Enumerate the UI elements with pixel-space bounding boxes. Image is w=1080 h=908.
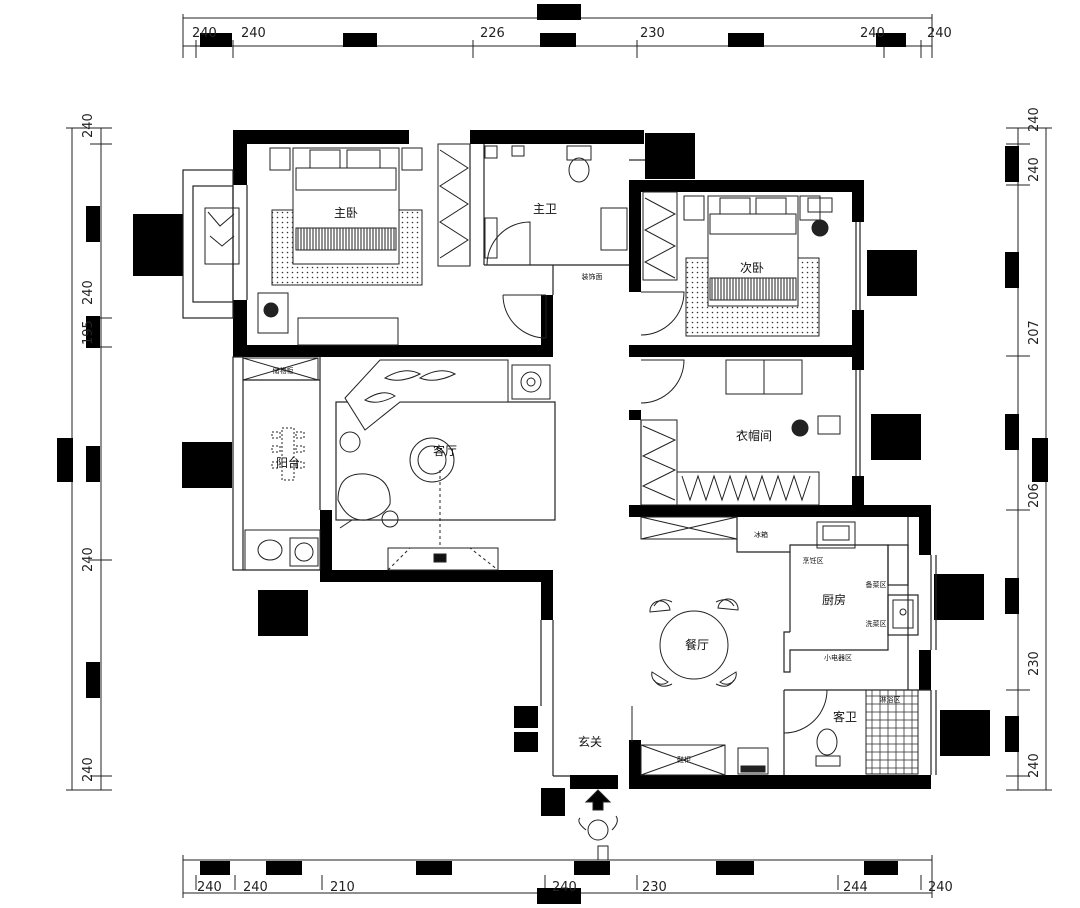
label-living-room: 客厅 xyxy=(433,443,457,458)
label-appliance-zone: 小电器区 xyxy=(824,653,852,662)
label-wash-zone: 洗菜区 xyxy=(866,619,887,628)
label-second-bedroom: 次卧 xyxy=(740,261,764,275)
columns xyxy=(133,133,990,816)
dim-top-4: 230 xyxy=(640,26,665,41)
dim-right-3: 207 xyxy=(1027,320,1042,345)
label-master-bath: 主卫 xyxy=(533,202,557,216)
second-bedroom-furniture xyxy=(642,191,833,337)
dim-right-2: 240 xyxy=(1027,157,1042,182)
label-prep-zone: 烹饪区 xyxy=(803,556,824,565)
cloakroom-furniture xyxy=(640,359,841,506)
walls xyxy=(233,130,931,789)
dimension-markers xyxy=(57,4,1048,904)
dim-left-1: 240 xyxy=(81,113,96,138)
label-decorative-wall: 装饰面 xyxy=(582,272,603,281)
label-master-bedroom: 主卧 xyxy=(334,206,358,220)
dim-left-3: 195 xyxy=(81,320,96,345)
living-furniture xyxy=(242,357,551,571)
master-bedroom-furniture xyxy=(204,143,471,346)
label-cloakroom: 衣帽间 xyxy=(736,428,772,443)
label-kitchen: 厨房 xyxy=(822,592,846,607)
label-fridge: 冰箱 xyxy=(754,530,768,539)
dim-top-1: 240 xyxy=(192,26,217,41)
dim-left-2: 240 xyxy=(81,280,96,305)
doors xyxy=(486,221,828,742)
label-storage-cabinet: 储物柜 xyxy=(273,366,294,375)
dim-right-5: 230 xyxy=(1027,651,1042,676)
dim-bottom-4: 240 xyxy=(552,880,577,895)
dim-top-3: 226 xyxy=(480,26,505,41)
label-balcony: 阳台 xyxy=(276,455,300,470)
dim-right-6: 240 xyxy=(1027,753,1042,778)
kitchen-furniture xyxy=(640,516,914,629)
dim-top-5: 240 xyxy=(860,26,885,41)
dim-bottom-7: 240 xyxy=(928,880,953,895)
label-dining-room: 餐厅 xyxy=(685,637,709,652)
label-guest-bath: 客卫 xyxy=(833,709,857,724)
dim-right-4: 206 xyxy=(1027,483,1042,508)
dim-bottom-3: 210 xyxy=(330,880,355,895)
dim-right-1: 240 xyxy=(1027,107,1042,132)
dim-top-6: 240 xyxy=(927,26,952,41)
dim-bottom-5: 230 xyxy=(642,880,667,895)
label-shower-zone: 淋浴区 xyxy=(880,695,901,704)
dining-furniture xyxy=(649,598,739,687)
annotation-labels: 装饰面 储物柜 冰箱 烹饪区 备菜区 洗菜区 小电器区 淋浴区 鞋柜 xyxy=(273,272,901,764)
dim-top-2: 240 xyxy=(241,26,266,41)
dim-bottom-2: 240 xyxy=(243,880,268,895)
dim-left-5: 240 xyxy=(81,757,96,782)
label-storage-zone: 备菜区 xyxy=(866,580,887,589)
label-entrance: 玄关 xyxy=(578,734,602,749)
dimension-texts: 240 240 226 230 240 240 240 240 210 240 … xyxy=(81,26,1042,895)
dim-bottom-6: 244 xyxy=(843,880,868,895)
dim-bottom-1: 240 xyxy=(197,880,222,895)
guest-bath-furniture xyxy=(578,689,919,861)
room-labels: 主卧 主卫 次卧 客厅 阳台 衣帽间 厨房 餐厅 客卫 玄关 xyxy=(276,202,857,749)
master-bath-furniture xyxy=(484,145,628,259)
dim-left-4: 240 xyxy=(81,547,96,572)
label-shoe-cabinet: 鞋柜 xyxy=(677,755,691,764)
